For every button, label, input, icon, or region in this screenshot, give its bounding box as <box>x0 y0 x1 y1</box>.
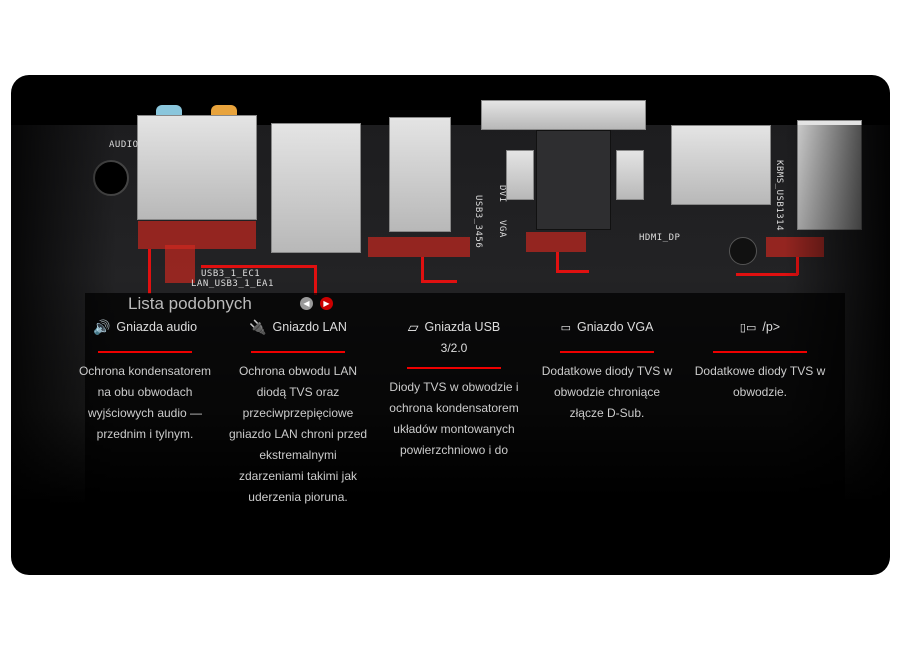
usb-stick-icon: ▱ <box>407 318 419 335</box>
feature-ps2: ▯▭ /p> Dodatkowe diody TVS w obwodzie. <box>685 315 835 403</box>
highlight-usb <box>368 237 470 257</box>
highlight-kbms <box>766 237 824 257</box>
board-label-usb3-3456: USB3_3456 <box>473 195 483 249</box>
vga-connector <box>536 130 611 230</box>
chevron-left-icon: ◀ <box>303 299 310 308</box>
ps2-usb-port <box>797 120 862 230</box>
feature-description: Ochrona kondensatorem na obu obwodach wy… <box>78 364 212 441</box>
feature-description: Dodatkowe diody TVS w obwodzie chroniące… <box>541 364 673 420</box>
pointer-line <box>201 265 316 268</box>
standoff-hole <box>93 160 129 196</box>
board-label-hdmi-dp: HDMI_DP <box>639 233 681 243</box>
highlight-audio-chip <box>165 245 195 283</box>
board-label-lan-usb31-ea1: LAN_USB3_1_EA1 <box>191 279 274 289</box>
chevron-right-icon: ▶ <box>323 299 330 308</box>
feature-title: Gniazdo LAN <box>272 320 347 334</box>
board-label-usb31-ec1: USB3_1_EC1 <box>201 269 261 279</box>
audio-port-block <box>137 115 257 220</box>
section-title: Lista podobnych <box>128 294 252 313</box>
feature-overlay <box>85 293 845 513</box>
pointer-line <box>736 273 798 276</box>
highlight-vga <box>526 232 586 252</box>
usb-port <box>389 117 451 232</box>
lan-port <box>271 123 361 253</box>
pointer-line <box>556 252 559 272</box>
dvi-connector <box>481 100 646 130</box>
mouse-keyboard-icon: ▯▭ <box>739 321 757 334</box>
pointer-line <box>796 257 799 275</box>
feature-lan: 🔌 Gniazdo LAN Ochrona obwodu LAN diodą TV… <box>223 315 373 508</box>
accent-divider <box>98 351 192 353</box>
feature-vga: ▭ Gniazdo VGA Dodatkowe diody TVS w obwod… <box>532 315 682 424</box>
feature-title: Gniazda audio <box>116 320 198 334</box>
vga-screw <box>506 150 534 200</box>
pointer-line <box>556 270 589 273</box>
pointer-line <box>421 257 424 282</box>
hdmi-dp-port <box>671 125 771 205</box>
feature-title: Gniazdo VGA <box>576 320 654 334</box>
pointer-line <box>148 249 151 294</box>
speaker-icon: 🔊 <box>92 318 111 335</box>
accent-divider <box>251 351 345 353</box>
feature-description: Ochrona obwodu LAN diodą TVS oraz przeci… <box>228 364 368 504</box>
accent-divider <box>713 351 807 353</box>
vga-connector-icon: ▭ <box>560 321 571 334</box>
next-button[interactable]: ▶ <box>320 297 333 310</box>
feature-title: Gniazda USB <box>424 320 501 334</box>
pointer-line <box>421 280 457 283</box>
highlight-audio <box>138 221 256 249</box>
feature-description: Dodatkowe diody TVS w obwodzie. <box>694 364 826 399</box>
feature-usb: ▱ Gniazda USB 3/2.0 Diody TVS w obwodzie … <box>379 315 529 461</box>
board-label-kbms: KBMS_USB1314 <box>774 160 784 232</box>
pointer-line <box>314 265 317 295</box>
feature-description: Diody TVS w obwodzie i ochrona kondensat… <box>389 380 519 457</box>
prev-button[interactable]: ◀ <box>300 297 313 310</box>
accent-divider <box>407 367 501 369</box>
board-label-dvi: DVI <box>497 185 507 203</box>
board-label-audio: AUDIO <box>109 140 139 150</box>
board-label-vga: VGA <box>497 220 507 238</box>
lan-plug-icon: 🔌 <box>249 318 267 335</box>
feature-audio: 🔊 Gniazda audio Ochrona kondensatorem na … <box>70 315 220 445</box>
accent-divider <box>560 351 654 353</box>
feature-title: /p> <box>762 320 781 334</box>
feature-title-continued: 3/2.0 <box>440 341 468 355</box>
capacitor <box>729 237 757 265</box>
vga-screw <box>616 150 644 200</box>
feature-panel: AUDIO USB3_1_EC1 LAN_USB3_1_EA1 USB3_345… <box>11 75 890 575</box>
